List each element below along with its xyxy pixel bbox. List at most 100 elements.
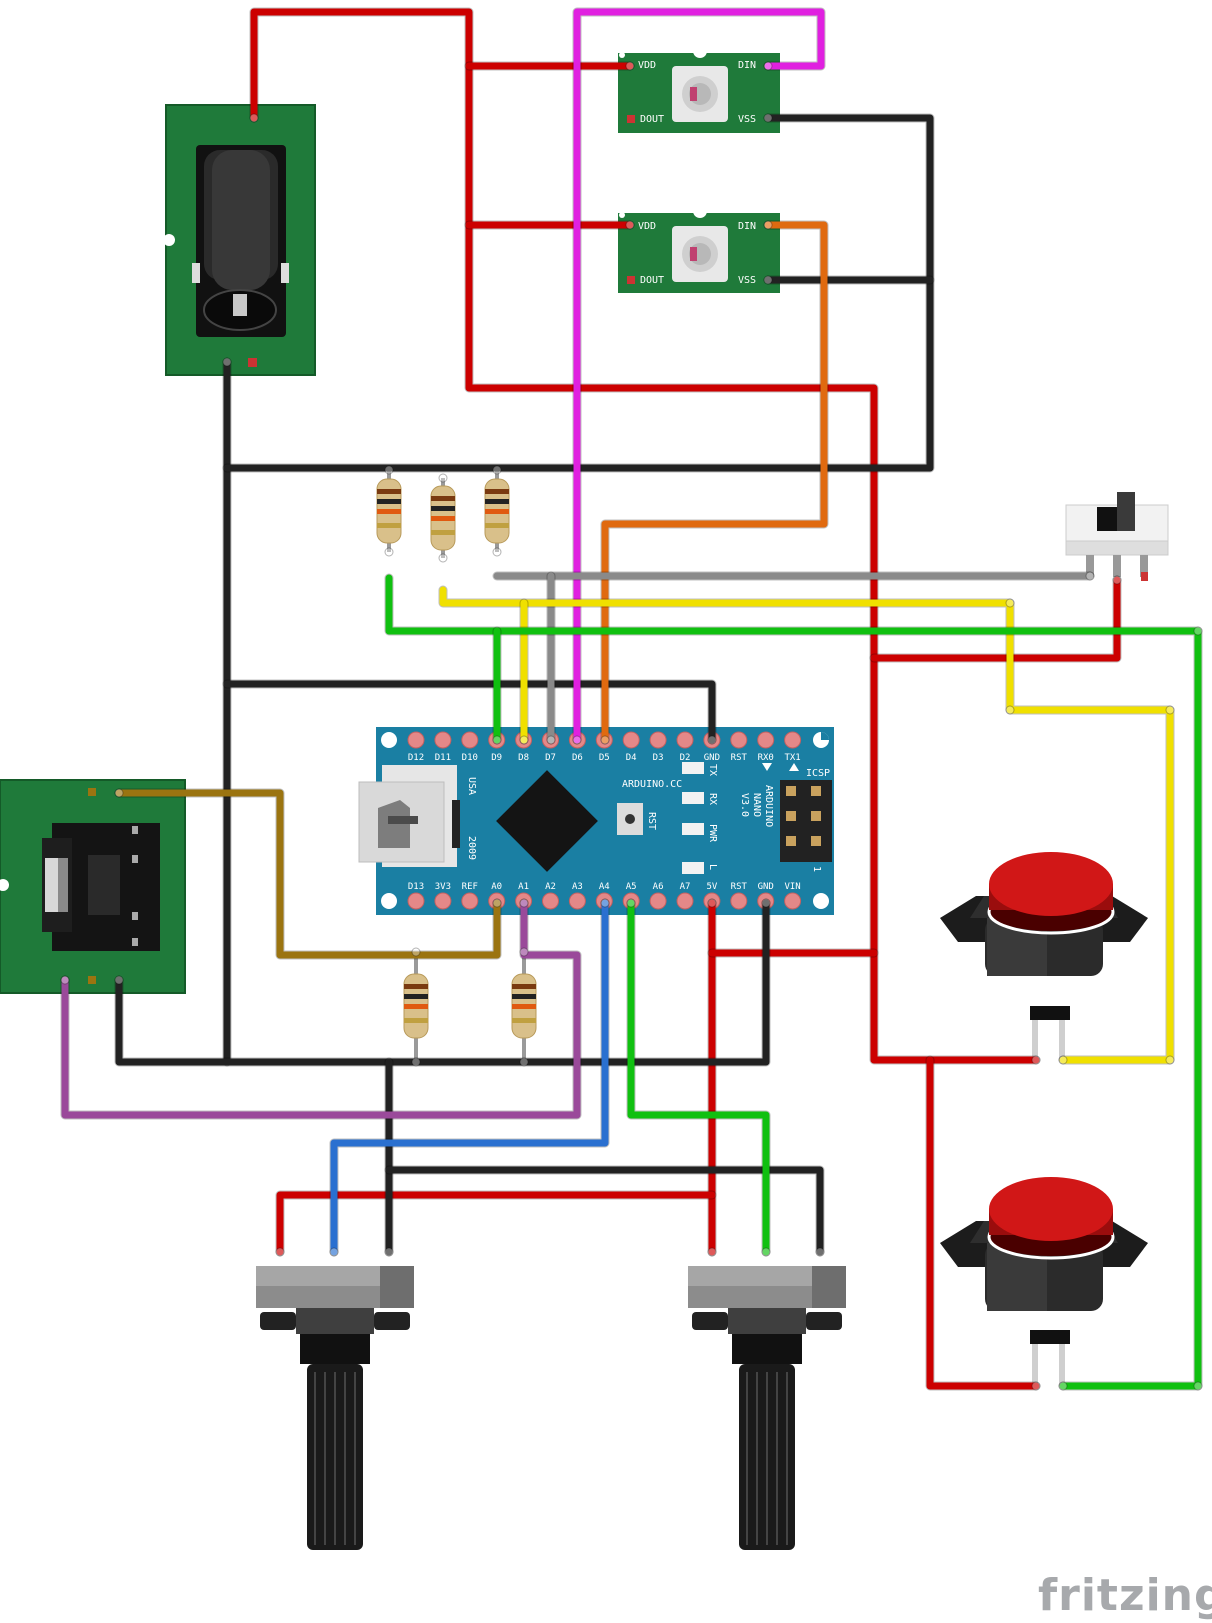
potentiometer-right [688, 1266, 846, 1550]
nano-top-pin-label: D6 [572, 753, 583, 763]
brown-wire-a0[interactable] [115, 789, 501, 959]
nano-top-pad [784, 731, 802, 749]
wire-endpoint [114, 788, 124, 798]
led1-din-label: DIN [738, 60, 756, 71]
wire-endpoint [1031, 1381, 1041, 1391]
nano-top-pin-label: D4 [626, 753, 637, 763]
nano-bottom-pad [542, 892, 559, 910]
nano-top-pin-label: D12 [408, 753, 424, 763]
led2-vdd-label: VDD [638, 221, 656, 232]
wire-endpoint [519, 947, 529, 957]
wire-endpoint [1165, 705, 1175, 715]
wire-endpoint [519, 735, 529, 745]
wire-endpoint [384, 547, 394, 557]
led2-din-label: DIN [738, 221, 756, 232]
fritzing-logo: fritzing [1038, 1570, 1212, 1621]
nano-bottom-pin-label: RST [731, 882, 748, 892]
black-wire-pot-right-gnd[interactable] [385, 1166, 824, 1256]
led2-dout-label: DOUT [640, 275, 664, 286]
nano-top-pad [622, 731, 640, 749]
green-wire-a5[interactable] [627, 899, 770, 1256]
nano-bottom-pin-label: A3 [572, 882, 583, 892]
nano-led-rx: RX [707, 793, 718, 805]
wire-endpoint [411, 947, 421, 957]
nano-bottom-pin-label: D13 [408, 882, 424, 892]
wire-endpoint [600, 735, 610, 745]
wire-endpoint [546, 735, 556, 745]
nano-top-pin-label: D2 [680, 753, 691, 763]
wire-endpoint [625, 61, 635, 71]
nano-bottom-pad [649, 892, 667, 910]
nano-top-pin-label: TX1 [784, 753, 800, 763]
wire-endpoint [438, 473, 448, 483]
nano-led-tx: TX [707, 764, 718, 776]
wire-endpoint [1085, 571, 1095, 581]
wire-endpoint [1193, 626, 1203, 636]
nano-icsp-one: 1 [811, 866, 822, 872]
green-wire-button[interactable] [385, 574, 1202, 1390]
red-wire-pot-left[interactable] [276, 1191, 716, 1256]
wire-endpoint [1058, 1055, 1068, 1065]
wire-endpoint [222, 357, 232, 367]
wire-endpoint [815, 1247, 825, 1257]
red-wire-main[interactable] [250, 8, 1040, 1064]
black-wire-gnd-bus[interactable] [115, 899, 770, 1066]
nano-bottom-pin-label: A1 [518, 882, 529, 892]
red-wire-switch-outline [869, 575, 1122, 663]
wire-endpoint [492, 735, 502, 745]
nano-bottom-pad [434, 892, 452, 910]
wire-endpoint [763, 220, 773, 230]
wire-endpoint [707, 1247, 717, 1257]
nano-top-pin-label: D9 [491, 753, 502, 763]
wire-endpoint [1112, 575, 1122, 585]
wire-endpoint [492, 465, 502, 475]
resistor [403, 952, 429, 1060]
led1-vss-label: VSS [738, 114, 756, 125]
push-button-bottom [940, 1177, 1148, 1386]
wire-endpoint [600, 898, 610, 908]
nano-bottom-pin-label: VIN [784, 882, 800, 892]
nano-top-pin-label: D3 [653, 753, 664, 763]
nano-top-pin-label: D5 [599, 753, 610, 763]
black-wire-gnd-bus-outline [114, 898, 771, 1067]
nano-top-pad [730, 731, 748, 749]
orange-wire-d5[interactable] [601, 221, 828, 744]
nano-bottom-pin-label: REF [462, 882, 478, 892]
nano-top-pad [676, 731, 694, 749]
nano-top-pad [649, 731, 667, 749]
nano-top-pad [434, 731, 452, 749]
nano-top-pin-label: D7 [545, 753, 556, 763]
wire-endpoint [1005, 598, 1015, 608]
red-wire-switch[interactable] [870, 576, 1121, 662]
nano-bottom-pin-label: 3V3 [435, 882, 451, 892]
wire-endpoint [492, 898, 502, 908]
magenta-wire-d6[interactable] [573, 8, 825, 744]
nano-top-pin-label: GND [704, 753, 720, 763]
slide-switch [1065, 492, 1169, 581]
nano-model-3: V3.0 [739, 793, 750, 817]
nano-year: 2009 [466, 836, 477, 860]
wire-endpoint [249, 113, 259, 123]
wire-endpoint [763, 275, 773, 285]
nano-bottom-pin-label: A4 [599, 882, 610, 892]
yellow-wire-button[interactable] [439, 586, 1174, 1064]
resistors [376, 470, 537, 1060]
nano-model-2: NANO [751, 793, 762, 817]
resistor [430, 478, 456, 558]
blue-wire-a4[interactable] [330, 899, 609, 1256]
wire-endpoint [60, 975, 70, 985]
nano-icsp: ICSP [806, 768, 830, 779]
orange-wire-d5-outline [600, 220, 829, 745]
wire-endpoint [761, 898, 771, 908]
black-wire-nano-gnd[interactable] [223, 680, 716, 744]
wire-endpoint [438, 553, 448, 563]
dc-power-jack [163, 104, 316, 376]
purple-wire-a1[interactable] [61, 899, 581, 1119]
red-wire-button-bottom[interactable] [926, 1056, 1040, 1390]
black-wire-pot-right-gnd-outline [384, 1165, 825, 1257]
led-module-1: VDD DIN DOUT VSS [618, 44, 780, 133]
wire-endpoint [707, 735, 717, 745]
red-wire-pot-left-outline [275, 1190, 717, 1257]
potentiometer-left [256, 1266, 414, 1550]
nano-bottom-pin-label: A2 [545, 882, 556, 892]
